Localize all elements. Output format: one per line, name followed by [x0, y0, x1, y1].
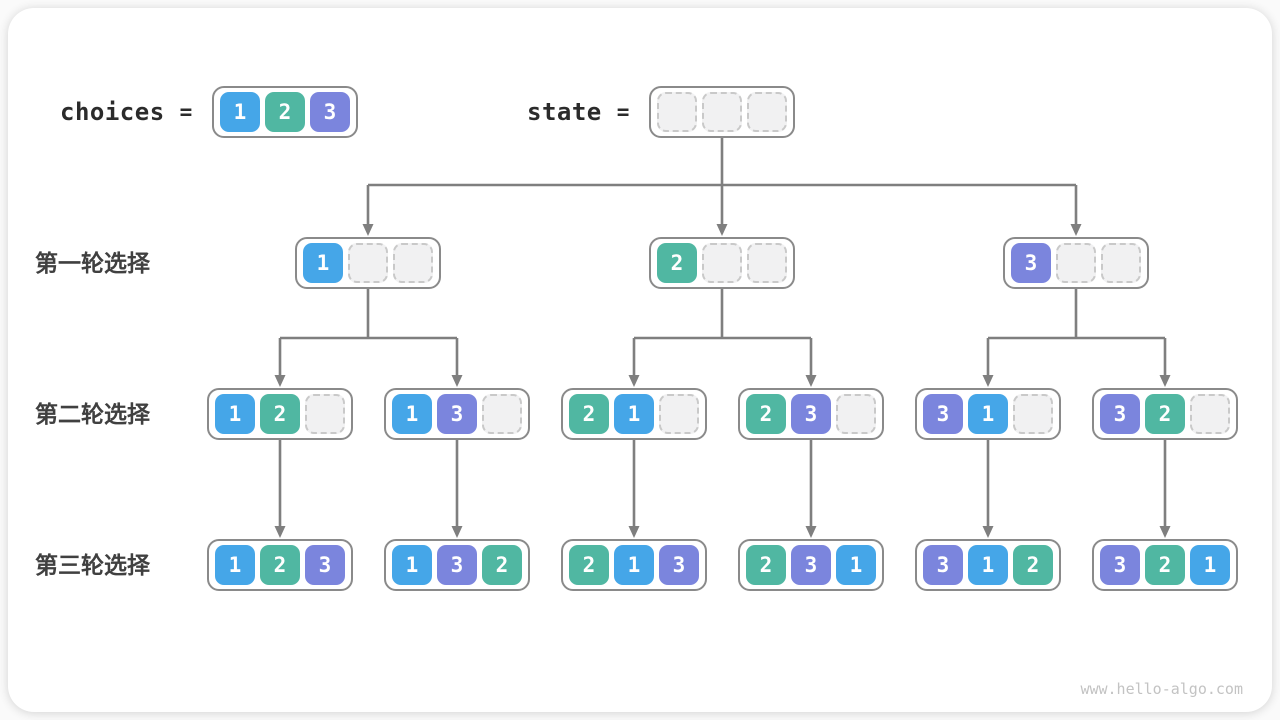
row-label-round1: 第一轮选择 [35, 250, 150, 276]
state-cell [747, 92, 787, 132]
state-cell [747, 243, 787, 283]
state-equals-sign: = [616, 100, 630, 124]
state-cell: 3 [437, 394, 477, 434]
state-cell: 2 [1013, 545, 1053, 585]
state-cell [1101, 243, 1141, 283]
state-cell: 3 [791, 394, 831, 434]
state-cell [348, 243, 388, 283]
level2-node-4: 3 1 [915, 388, 1061, 440]
state-cell: 2 [657, 243, 697, 283]
state-cell: 2 [569, 545, 609, 585]
state-cell: 2 [260, 545, 300, 585]
state-cell: 1 [836, 545, 876, 585]
state-cell: 1 [614, 394, 654, 434]
level3-node-2: 2 1 3 [561, 539, 707, 591]
level3-node-4: 3 1 2 [915, 539, 1061, 591]
state-cell: 3 [305, 545, 345, 585]
choices-label-group: choices = [60, 86, 192, 138]
state-cell: 2 [260, 394, 300, 434]
state-cell [702, 92, 742, 132]
state-cell [1056, 243, 1096, 283]
state-cell: 1 [392, 394, 432, 434]
level2-node-3: 2 3 [738, 388, 884, 440]
state-label: state [527, 98, 602, 126]
site-watermark: www.hello-algo.com [1080, 680, 1243, 698]
state-cell: 2 [482, 545, 522, 585]
level2-node-0: 1 2 [207, 388, 353, 440]
state-cell [393, 243, 433, 283]
state-cell: 3 [659, 545, 699, 585]
row-label-round2: 第二轮选择 [35, 401, 150, 427]
state-cell: 3 [1100, 394, 1140, 434]
state-cell: 2 [1145, 394, 1185, 434]
state-cell: 3 [923, 545, 963, 585]
state-cell: 1 [614, 545, 654, 585]
state-cell: 2 [746, 394, 786, 434]
choices-equals-sign: = [179, 100, 193, 124]
canvas-card [8, 8, 1272, 712]
state-cell [1013, 394, 1053, 434]
state-cell: 3 [1011, 243, 1051, 283]
state-cell [702, 243, 742, 283]
level1-node-0: 1 [295, 237, 441, 289]
state-cell [657, 92, 697, 132]
choices-cell: 3 [310, 92, 350, 132]
state-cell [482, 394, 522, 434]
choices-box: 1 2 3 [212, 86, 358, 138]
state-cell [305, 394, 345, 434]
level1-node-1: 2 [649, 237, 795, 289]
level2-node-2: 2 1 [561, 388, 707, 440]
state-cell [836, 394, 876, 434]
state-cell [659, 394, 699, 434]
state-cell: 1 [215, 394, 255, 434]
state-cell: 2 [1145, 545, 1185, 585]
state-cell: 3 [791, 545, 831, 585]
level2-node-5: 3 2 [1092, 388, 1238, 440]
state-box [649, 86, 795, 138]
state-cell: 1 [392, 545, 432, 585]
level3-node-0: 1 2 3 [207, 539, 353, 591]
choices-cell: 1 [220, 92, 260, 132]
state-label-group: state = [527, 86, 629, 138]
state-cell: 1 [1190, 545, 1230, 585]
state-cell: 1 [968, 545, 1008, 585]
level3-node-3: 2 3 1 [738, 539, 884, 591]
row-label-round3: 第三轮选择 [35, 552, 150, 578]
state-cell: 2 [746, 545, 786, 585]
level1-node-2: 3 [1003, 237, 1149, 289]
state-cell: 3 [437, 545, 477, 585]
state-cell: 2 [569, 394, 609, 434]
state-cell: 3 [923, 394, 963, 434]
state-cell: 3 [1100, 545, 1140, 585]
state-cell: 1 [968, 394, 1008, 434]
choices-label: choices [60, 98, 165, 126]
state-cell: 1 [215, 545, 255, 585]
level3-node-5: 3 2 1 [1092, 539, 1238, 591]
state-cell [1190, 394, 1230, 434]
state-cell: 1 [303, 243, 343, 283]
choices-cell: 2 [265, 92, 305, 132]
level3-node-1: 1 3 2 [384, 539, 530, 591]
level2-node-1: 1 3 [384, 388, 530, 440]
